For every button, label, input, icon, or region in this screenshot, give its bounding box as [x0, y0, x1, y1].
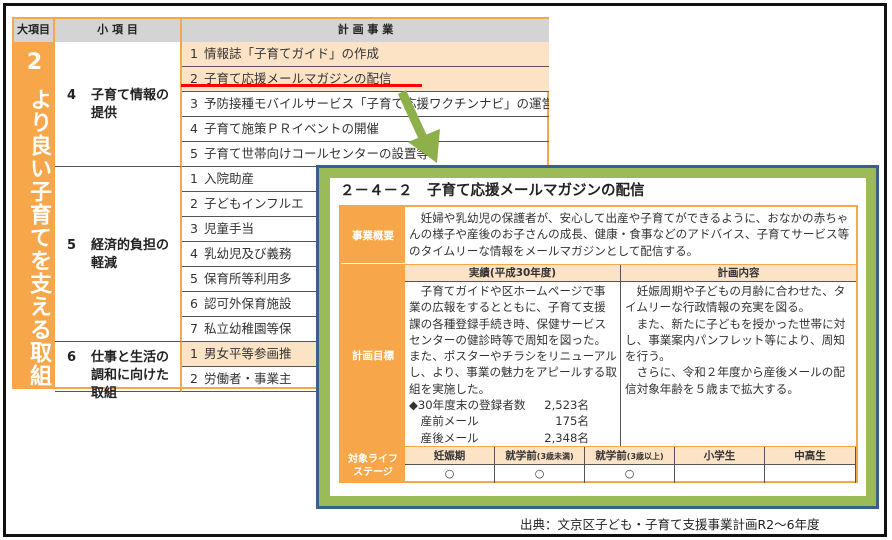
life-stage-header: 妊娠期 [405, 447, 495, 465]
subcategory-number: 5 [67, 237, 77, 253]
project-number: 4 [190, 246, 198, 261]
life-stage-mark [765, 465, 856, 483]
project-label: 子育て応援メールマガジンの配信 [204, 71, 392, 86]
stat-label: 産前メール [409, 414, 479, 429]
results-header: 実績(平成30年度) [405, 265, 621, 282]
life-stage-header: 就学前(3歳以上) [585, 447, 675, 465]
life-stage-label: 対象ライフステージ [341, 448, 405, 483]
goal-label: 計画目標 [341, 264, 405, 447]
detail-title: ２－４－２ 子育て応援メールマガジンの配信 [340, 183, 645, 199]
project-label: 児童手当 [204, 221, 255, 236]
project-number: 2 [190, 371, 198, 386]
results-text: 子育てガイドや区ホームページで事業の広報をするとともに、子育て支援課の各種登録手… [409, 283, 617, 446]
overview-label: 事業概要 [341, 207, 405, 264]
project-number: 7 [190, 321, 198, 336]
life-stage-header: 小学生 [675, 447, 765, 465]
project-label: 子育て世帯向けコールセンターの設置等 [204, 146, 430, 161]
stage-name: 中高生 [794, 450, 826, 462]
life-stage-header: 中高生 [765, 447, 856, 465]
outer-frame [3, 3, 887, 537]
stage-name: 妊娠期 [433, 450, 466, 462]
stat-label: 産後メール [409, 430, 479, 445]
header-major: 大項目 [14, 19, 55, 42]
stat-label: ◆30年度末の登録者数 [409, 398, 526, 413]
project-number: 6 [190, 296, 198, 311]
results-body: 子育てガイドや区ホームページで事業の広報をするとともに、子育て支援課の各種登録手… [409, 284, 617, 396]
subcategory-5: 5 経済的負担の軽減 [55, 167, 182, 342]
stat-value: 2,523名 [544, 398, 589, 413]
project-label: 男女平等参画推 [204, 346, 292, 361]
project-label: 情報誌「子育てガイド」の作成 [204, 46, 380, 61]
project-label: 入院助産 [204, 171, 255, 186]
source-citation: 出典：文京区子ども・子育て支援事業計画R2～6年度 [520, 517, 820, 532]
life-stage-header: 就学前(3歳未満) [495, 447, 585, 465]
project-label: 予防接種モバイルサービス「子育て応援ワクチンナビ」の運営 [204, 96, 549, 111]
subcategory-number: 6 [67, 350, 77, 365]
header-projects: 計 画 事 業 [182, 19, 549, 42]
subcategory-title: 仕事と生活の調和に向けた取組 [91, 350, 170, 401]
stat-value: 2,348名 [544, 430, 589, 445]
project-number: 1 [190, 171, 198, 186]
major-title: より良い子育てを支える取組 [26, 88, 51, 387]
project-number: 2 [190, 71, 198, 86]
project-number: 5 [190, 271, 198, 286]
project-number: 3 [190, 221, 198, 236]
subcategory-6: 6 仕事と生活の調和に向けた取組 [55, 342, 182, 401]
overview-text: 妊婦や乳幼児の保護者が、安心して出産や子育てができるように、おなかの赤ちゃんの様… [409, 211, 850, 258]
plan-text: 妊娠周期や子どもの月齢に合わせた、タイムリーな行政情報の充実を図る。 また、新た… [625, 284, 846, 396]
stat-row: ◆30年度末の登録者数 2,523名 [409, 397, 589, 413]
life-stage-mark [675, 465, 765, 483]
subcategory-number: 4 [67, 87, 77, 103]
project-number: 5 [190, 146, 198, 161]
life-stage-mark: ○ [585, 465, 675, 483]
project-label: 子どもインフルエ [204, 196, 304, 211]
stat-value: 175名 [555, 414, 589, 429]
detail-panel [330, 178, 866, 496]
project-number: 4 [190, 121, 198, 136]
stage-name: 就学前 [505, 450, 537, 462]
major-number: 2 [26, 50, 43, 75]
project-label: 乳幼児及び義務 [204, 246, 292, 261]
stage-sub: (3歳未満) [536, 452, 574, 461]
stage-name: 小学生 [703, 450, 736, 462]
plan-header: 計画内容 [621, 265, 856, 282]
red-underline [181, 84, 422, 87]
life-stage-mark: ○ [495, 465, 585, 483]
stage-sub: (3歳以上) [626, 452, 664, 461]
project-label: 労働者・事業主 [204, 371, 292, 386]
project-number: 3 [190, 96, 198, 111]
project-number: 1 [190, 346, 198, 361]
stat-row: 産前メール 175名 [409, 413, 589, 429]
stage-name: 就学前 [595, 450, 627, 462]
project-label: 私立幼稚園等保 [204, 321, 292, 336]
project-label: 子育て施策ＰＲイベントの開催 [204, 121, 380, 136]
header-minor: 小 項 目 [55, 19, 182, 42]
project-row[interactable]: 3 予防接種モバイルサービス「子育て応援ワクチンナビ」の運営 [182, 92, 549, 117]
major-category: 2 より良い子育てを支える取組 [14, 42, 55, 389]
project-row[interactable]: 2 子育て応援メールマガジンの配信 [182, 67, 549, 92]
subcategory-title: 子育て情報の提供 [91, 87, 170, 121]
project-row[interactable]: 1 情報誌「子育てガイド」の作成 [182, 42, 549, 67]
subcategory-4: 4 子育て情報の提供 [55, 42, 182, 167]
project-number: 2 [190, 196, 198, 211]
project-number: 1 [190, 46, 198, 61]
project-label: 保育所等利用多 [204, 271, 292, 286]
detail-table: 事業概要 妊婦や乳幼児の保護者が、安心して出産や子育てができるように、おなかの赤… [339, 205, 858, 483]
stat-row: 産後メール 2,348名 [409, 430, 589, 446]
subcategory-title: 経済的負担の軽減 [91, 237, 170, 271]
project-label: 認可外保育施設 [204, 296, 292, 311]
life-stage-mark: ○ [405, 465, 495, 483]
project-row[interactable]: 4 子育て施策ＰＲイベントの開催 [182, 117, 549, 142]
